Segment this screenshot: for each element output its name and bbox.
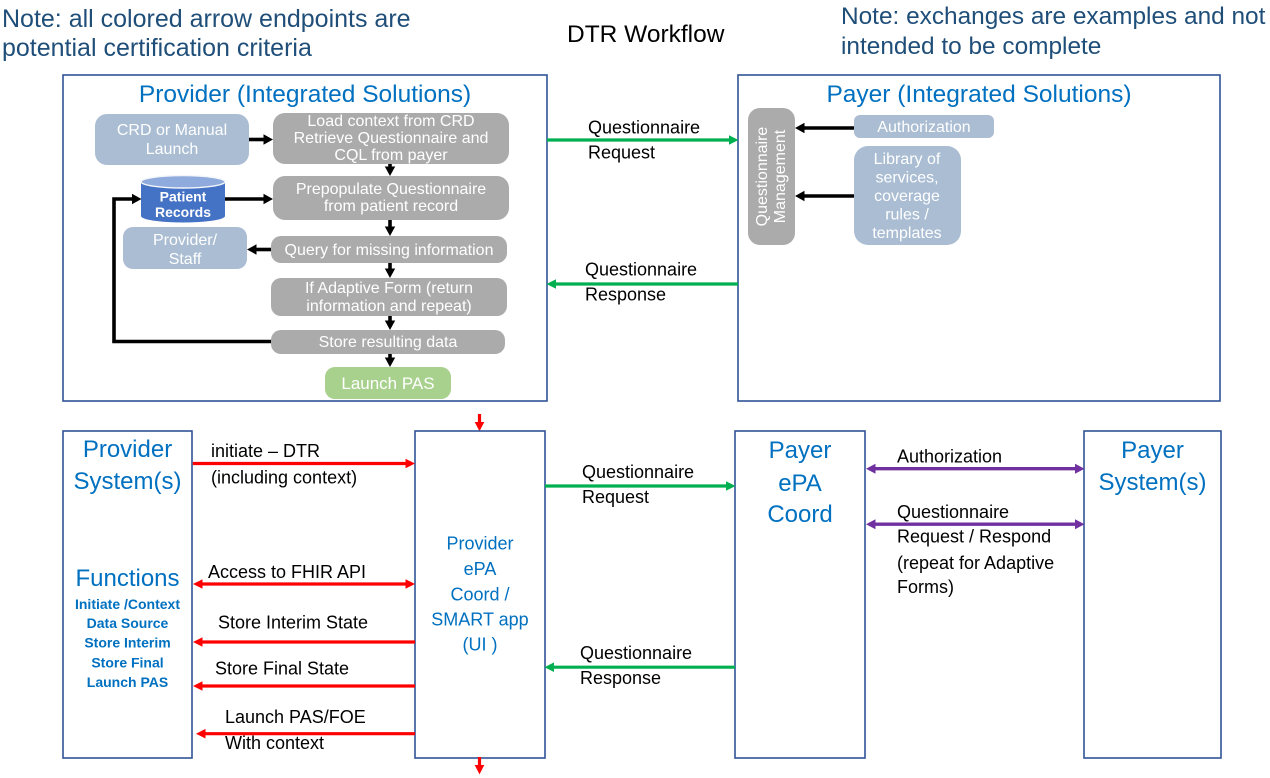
svg-text:Questionnaire: Questionnaire xyxy=(580,643,692,663)
svg-text:Staff: Staff xyxy=(169,251,202,268)
svg-text:System(s): System(s) xyxy=(1099,469,1207,496)
svg-text:Provider/: Provider/ xyxy=(153,232,218,249)
svg-text:If Adaptive Form (return: If Adaptive Form (return xyxy=(305,280,473,297)
svg-text:information and repeat): information and repeat) xyxy=(306,298,471,315)
svg-text:Coord: Coord xyxy=(767,501,832,528)
svg-text:Data Source: Data Source xyxy=(87,615,169,631)
svg-text:DTR Workflow: DTR Workflow xyxy=(567,21,725,48)
svg-text:Provider: Provider xyxy=(83,436,172,463)
svg-text:coverage: coverage xyxy=(874,188,940,205)
svg-text:Provider: Provider xyxy=(446,534,513,554)
svg-text:Initiate /Context: Initiate /Context xyxy=(75,596,180,612)
svg-text:Payer: Payer xyxy=(769,437,832,464)
svg-text:Functions: Functions xyxy=(75,565,179,592)
svg-text:(including context): (including context) xyxy=(211,468,357,488)
svg-text:Prepopulate Questionnaire: Prepopulate Questionnaire xyxy=(296,181,486,198)
svg-text:Store Interim: Store Interim xyxy=(84,635,170,651)
svg-text:Request / Respond: Request / Respond xyxy=(897,526,1051,546)
svg-text:CQL from payer: CQL from payer xyxy=(334,147,448,164)
svg-text:Questionnaire: Questionnaire xyxy=(588,118,700,138)
svg-text:Forms): Forms) xyxy=(897,577,954,597)
svg-text:SMART app: SMART app xyxy=(431,610,528,630)
svg-text:Response: Response xyxy=(585,285,666,305)
svg-text:Response: Response xyxy=(580,668,661,688)
svg-text:Store Final State: Store Final State xyxy=(215,659,349,679)
svg-text:Launch PAS/FOE: Launch PAS/FOE xyxy=(225,707,366,727)
svg-text:System(s): System(s) xyxy=(74,468,182,495)
svg-text:ePA: ePA xyxy=(464,559,497,579)
svg-text:ePA: ePA xyxy=(778,470,822,497)
svg-text:Provider (Integrated Solutions: Provider (Integrated Solutions) xyxy=(139,81,471,108)
svg-text:Load context from CRD: Load context from CRD xyxy=(307,113,474,130)
svg-text:Payer (Integrated Solutions): Payer (Integrated Solutions) xyxy=(826,81,1131,108)
svg-text:Store Interim State: Store Interim State xyxy=(218,613,368,633)
svg-text:Questionnaire: Questionnaire xyxy=(585,260,697,280)
svg-text:intended to be complete: intended to be complete xyxy=(841,33,1101,60)
svg-text:CRD or Manual: CRD or Manual xyxy=(117,122,227,139)
svg-text:Request: Request xyxy=(588,143,655,163)
svg-text:Payer: Payer xyxy=(1121,437,1184,464)
svg-text:services,: services, xyxy=(875,170,938,187)
svg-text:Retrieve Questionnaire and: Retrieve Questionnaire and xyxy=(294,130,489,147)
svg-text:Library of: Library of xyxy=(874,151,941,168)
svg-text:Store Final: Store Final xyxy=(91,655,163,671)
svg-text:(repeat for Adaptive: (repeat for Adaptive xyxy=(897,553,1054,573)
svg-text:With context: With context xyxy=(225,733,324,753)
svg-text:Management: Management xyxy=(772,129,789,223)
svg-text:potential certification criter: potential certification criteria xyxy=(2,34,312,62)
svg-text:Launch PAS: Launch PAS xyxy=(341,374,434,393)
svg-text:Coord /: Coord / xyxy=(450,585,509,605)
svg-text:Launch PAS: Launch PAS xyxy=(87,674,168,690)
svg-text:Questionnaire: Questionnaire xyxy=(754,127,771,227)
svg-text:Authorization: Authorization xyxy=(897,447,1002,467)
svg-text:Store resulting data: Store resulting data xyxy=(319,334,458,351)
svg-text:Questionnaire: Questionnaire xyxy=(582,462,694,482)
svg-text:Query for missing information: Query for missing information xyxy=(285,242,494,259)
svg-text:(UI ): (UI ) xyxy=(463,635,498,655)
svg-text:Questionnaire: Questionnaire xyxy=(897,502,1009,522)
svg-text:Records: Records xyxy=(155,204,211,220)
svg-text:initiate – DTR: initiate – DTR xyxy=(211,441,320,461)
svg-text:Note: all colored arrow endpoi: Note: all colored arrow endpoints are xyxy=(2,5,411,33)
svg-text:Note: exchanges are examples a: Note: exchanges are examples and not xyxy=(841,3,1266,30)
svg-text:Access to FHIR API: Access to FHIR API xyxy=(208,562,366,582)
svg-text:Patient: Patient xyxy=(160,189,207,205)
svg-text:Authorization: Authorization xyxy=(877,119,970,136)
svg-text:Request: Request xyxy=(582,487,649,507)
svg-text:templates: templates xyxy=(872,225,941,242)
svg-text:rules /: rules / xyxy=(885,207,929,224)
svg-text:from patient record: from patient record xyxy=(324,198,458,215)
svg-text:Launch: Launch xyxy=(146,141,199,158)
